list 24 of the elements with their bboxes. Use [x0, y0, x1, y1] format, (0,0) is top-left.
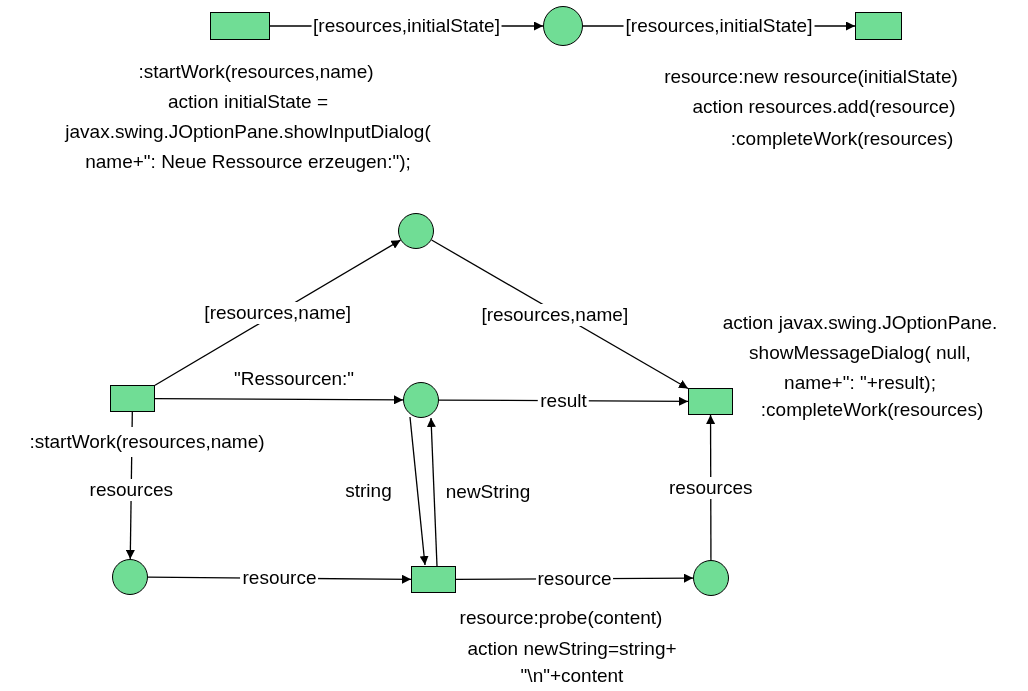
annotation-text: action newString=string+ "\n"+content [466, 637, 678, 688]
annotation-text: :startWork(resources,name) [137, 60, 375, 84]
transition-box [210, 12, 270, 40]
transition-box [855, 12, 902, 40]
place-circle [403, 382, 439, 418]
annotation-text: resource:probe(content) [458, 606, 664, 630]
annotation-text: :completeWork(resources) [759, 398, 985, 422]
place-circle [693, 560, 729, 596]
arrow [426, 417, 438, 567]
place-circle [112, 559, 148, 595]
place-circle [398, 213, 434, 249]
arrow [154, 395, 404, 405]
transition-box [688, 388, 733, 415]
annotation-text: action initialState = javax.swing.JOptionPane.showInputDialog( name+": Neue Ressource erzeugen:"); [63, 90, 432, 174]
transition-box [411, 566, 456, 593]
annotation-text: resource:new resource(initialState) [663, 65, 959, 89]
edge-label: resources [667, 476, 755, 499]
annotation-text: action javax.swing.JOptionPane. showMessageDialog( null, name+": "+result); [721, 311, 999, 395]
edge-label: resources [87, 478, 175, 501]
place-circle [543, 6, 583, 46]
transition-box [110, 385, 155, 412]
annotation-text: :completeWork(resources) [729, 127, 955, 151]
arrow [409, 416, 429, 566]
annotation-text: action resources.add(resource) [691, 95, 957, 119]
